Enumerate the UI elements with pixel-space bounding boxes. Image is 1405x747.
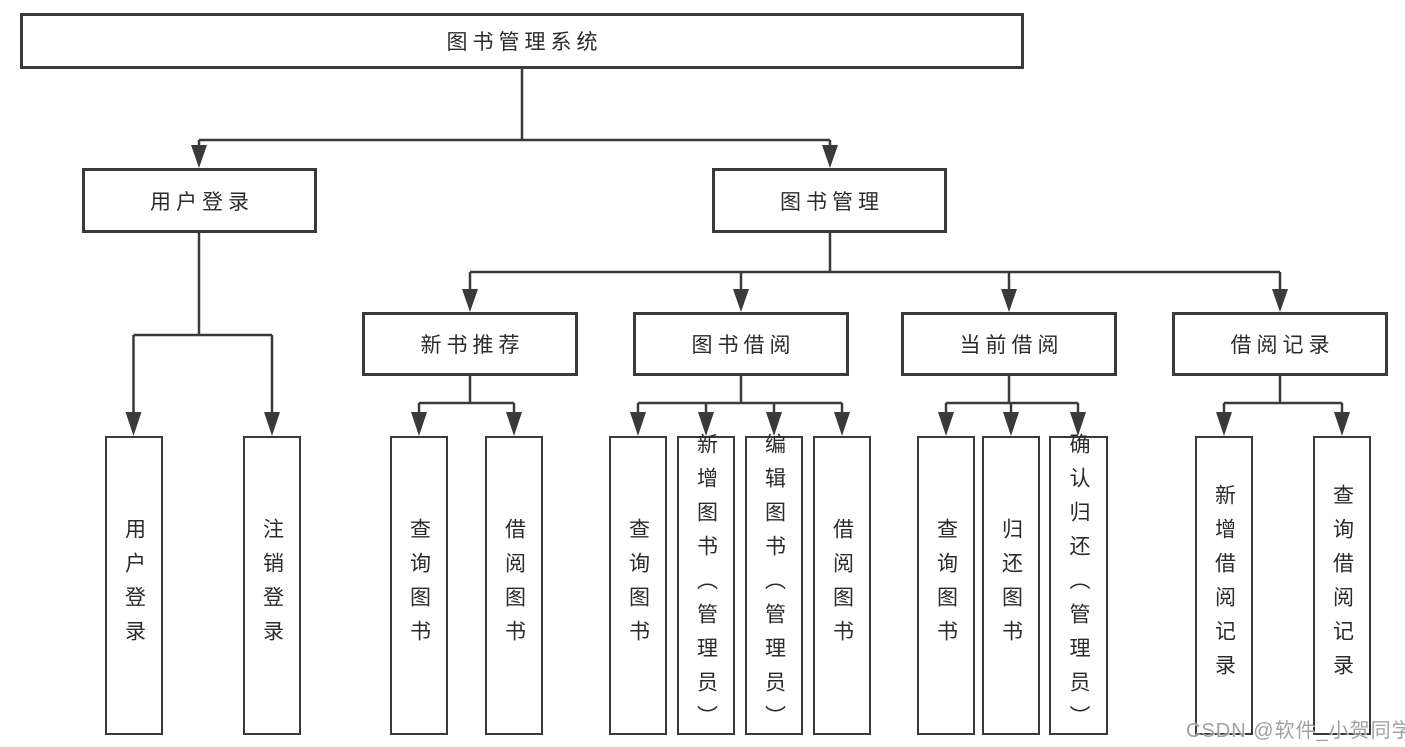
- node-book-borrowing: 图书借阅: [633, 312, 849, 376]
- leaf-recommend-query-books: 查询图书: [390, 436, 448, 735]
- node-borrowing-records: 借阅记录: [1172, 312, 1388, 376]
- leaf-borrowing-edit-books-admin: 编辑图书（管理员）: [745, 433, 803, 739]
- leaf-current-query-books: 查询图书: [917, 436, 975, 735]
- leaf-borrowing-query-books: 查询图书: [609, 436, 667, 735]
- node-book-management: 图书管理: [712, 168, 947, 233]
- leaf-user-login: 用户登录: [105, 436, 163, 735]
- leaf-records-query-borrow-record: 查询借阅记录: [1313, 436, 1371, 735]
- leaf-recommend-borrow-books: 借阅图书: [485, 436, 543, 735]
- node-current-borrowing: 当前借阅: [901, 312, 1117, 376]
- leaf-current-return-books: 归还图书: [982, 436, 1040, 735]
- leaf-borrowing-borrow-books: 借阅图书: [813, 436, 871, 735]
- leaf-borrowing-add-books-admin: 新增图书（管理员）: [677, 433, 735, 739]
- node-new-book-recommendation: 新书推荐: [362, 312, 578, 376]
- node-library-management-system: 图书管理系统: [20, 13, 1024, 69]
- watermark: CSDN @软件_小贺同学: [1186, 720, 1405, 742]
- leaf-current-confirm-return-admin: 确认归还（管理员）: [1049, 433, 1108, 739]
- node-user-login: 用户登录: [82, 168, 317, 233]
- leaf-logout: 注销登录: [243, 436, 301, 735]
- leaf-records-add-borrow-record: 新增借阅记录: [1195, 436, 1253, 735]
